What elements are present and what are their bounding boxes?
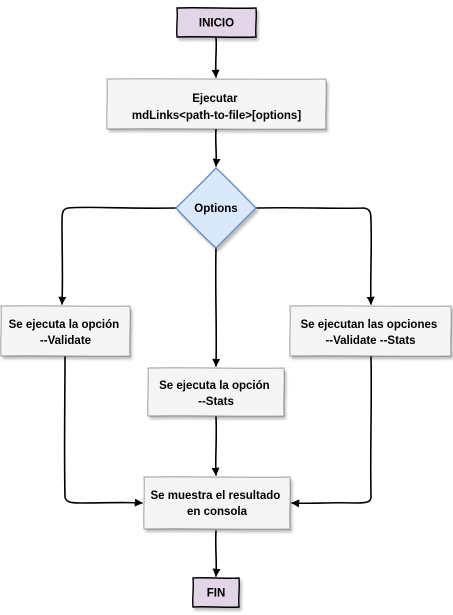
process-shape [106,78,327,130]
edges [58,36,375,577]
node-resultado [143,476,291,530]
edge-resultado-fin [212,530,221,577]
node-stats [147,367,285,417]
edge-options-validate-stats [255,206,375,305]
fin-label: FIN [207,588,226,600]
process-shape [143,476,291,530]
edge-stats-resultado [211,416,220,476]
terminal-shape [176,7,257,38]
edge-options-validate [58,206,177,305]
node-validate-stats [289,305,452,357]
validate-label: Se ejecuta la opción --Validate [9,319,123,347]
terminal-shape [192,577,240,608]
edge-validate-resultado [63,356,143,507]
node-options [175,167,257,249]
options-label: Options [194,203,237,215]
node-ejecutar [106,78,327,130]
stats-label: Se ejecuta la opción --Stats [159,380,273,408]
edge-inicio-ejecutar [211,36,220,78]
decision-shape [175,167,257,249]
process-shape [289,305,452,357]
edge-options-stats [212,247,221,367]
node-fin [192,577,240,608]
ejecutar-label: Ejecutar mdLinks<path-to-file>[options] [132,93,301,122]
edge-ejecutar-options [212,128,221,167]
process-shape [0,305,131,357]
node-inicio [176,7,257,38]
process-shape [147,367,285,417]
resultado-label: Se muestra el resultado en consola [151,490,284,518]
node-validate [0,305,131,357]
edge-validate-stats-resultado [291,356,373,508]
inicio-label: INICIO [199,18,234,30]
validate-stats-label: Se ejecutan las opciones --Validate --St… [301,319,441,347]
